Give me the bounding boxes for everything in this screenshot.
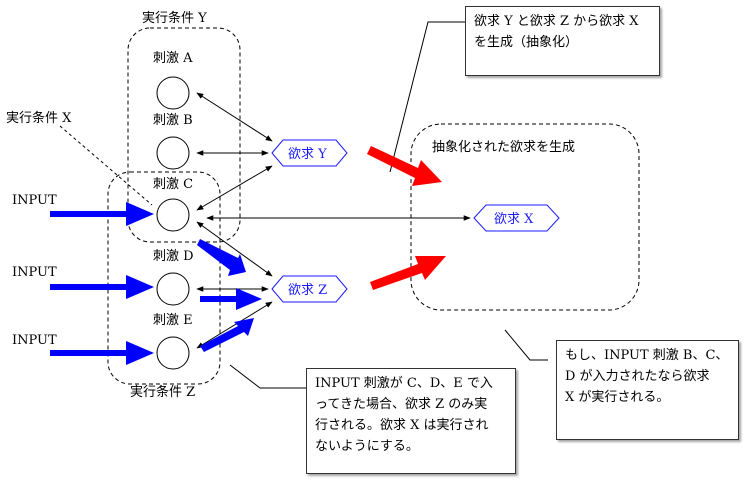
condition-z-group [107,171,221,385]
condition-y-label: 実行条件 Y [142,10,207,26]
bottom-right-callout-line: X が実行される。 [565,390,670,405]
a-to-y-arrow [196,92,273,142]
y-to-x-red-arrow [367,146,442,186]
c-to-z-blue-arrow [197,239,246,276]
top-callout-line: 欲求 Y と欲求 Z から欲求 X [474,14,639,29]
condition-x-pointer [59,125,153,206]
bottom-left-callout-line: 行される。欲求 X は実行され [315,418,489,433]
bottom-left-callout-line: ないようにする。 [315,439,419,454]
abstraction-region-label: 抽象化された欲求を生成 [432,139,575,155]
bottom-left-callout: INPUT 刺激が C、D、E で入 ってきた場合、欲求 Z のみ実 行される。… [306,368,516,474]
desire-x-node [473,204,560,232]
e-to-z-arrow [196,301,273,349]
stimulus-b-node [156,136,190,170]
desire-y-label: 欲求 Y [288,146,327,162]
desire-z-node [271,275,348,303]
d-to-z-blue-arrow [200,288,262,310]
stimulus-d-node [156,272,190,306]
stimulus-e-label: 刺激 E [153,313,193,328]
bottom-right-callout-line: もし、INPUT 刺激 B、C、 [565,348,729,363]
bottom-right-callout: もし、INPUT 刺激 B、C、 D が入力されたなら欲求 X が実行される。 [556,340,739,440]
input-label-d: INPUT [12,265,57,280]
c-to-y-arrow [196,165,273,211]
bottom-right-callout-pointer [504,329,548,361]
bottom-left-callout-pointer [229,364,310,389]
stimulus-b-label: 刺激 B [153,113,193,128]
stimulus-a-node [156,76,190,110]
condition-z-label: 実行条件 Z [130,384,195,400]
stimulus-d-label: 刺激 D [153,249,194,264]
condition-x-label: 実行条件 X [6,110,72,126]
desire-z-label: 欲求 Z [288,282,327,298]
stimulus-c-label: 刺激 C [153,177,193,192]
bottom-left-callout-line: ってきた場合、欲求 Z のみ実 [315,397,488,412]
input-label-e: INPUT [12,333,57,348]
input-label-c: INPUT [12,193,57,208]
c-to-z-arrow [196,221,273,277]
top-callout: 欲求 Y と欲求 Z から欲求 X を生成（抽象化） [465,6,660,76]
desire-x-label: 欲求 X [494,211,534,227]
stimulus-e-node [156,336,190,370]
bottom-left-callout-line: INPUT 刺激が C、D、E で入 [315,376,493,391]
input-arrow-e [50,341,154,365]
input-arrow-c [50,202,154,226]
z-to-x-red-arrow [370,256,446,290]
desire-y-node [271,139,348,167]
stimulus-c-node [156,198,190,232]
input-arrow-d [50,275,154,299]
bottom-right-callout-line: D が入力されたなら欲求 [565,369,710,384]
top-callout-pointer [389,21,465,173]
top-callout-line: を生成（抽象化） [474,35,579,50]
e-to-z-blue-arrow [200,318,254,352]
stimulus-a-label: 刺激 A [153,51,193,66]
